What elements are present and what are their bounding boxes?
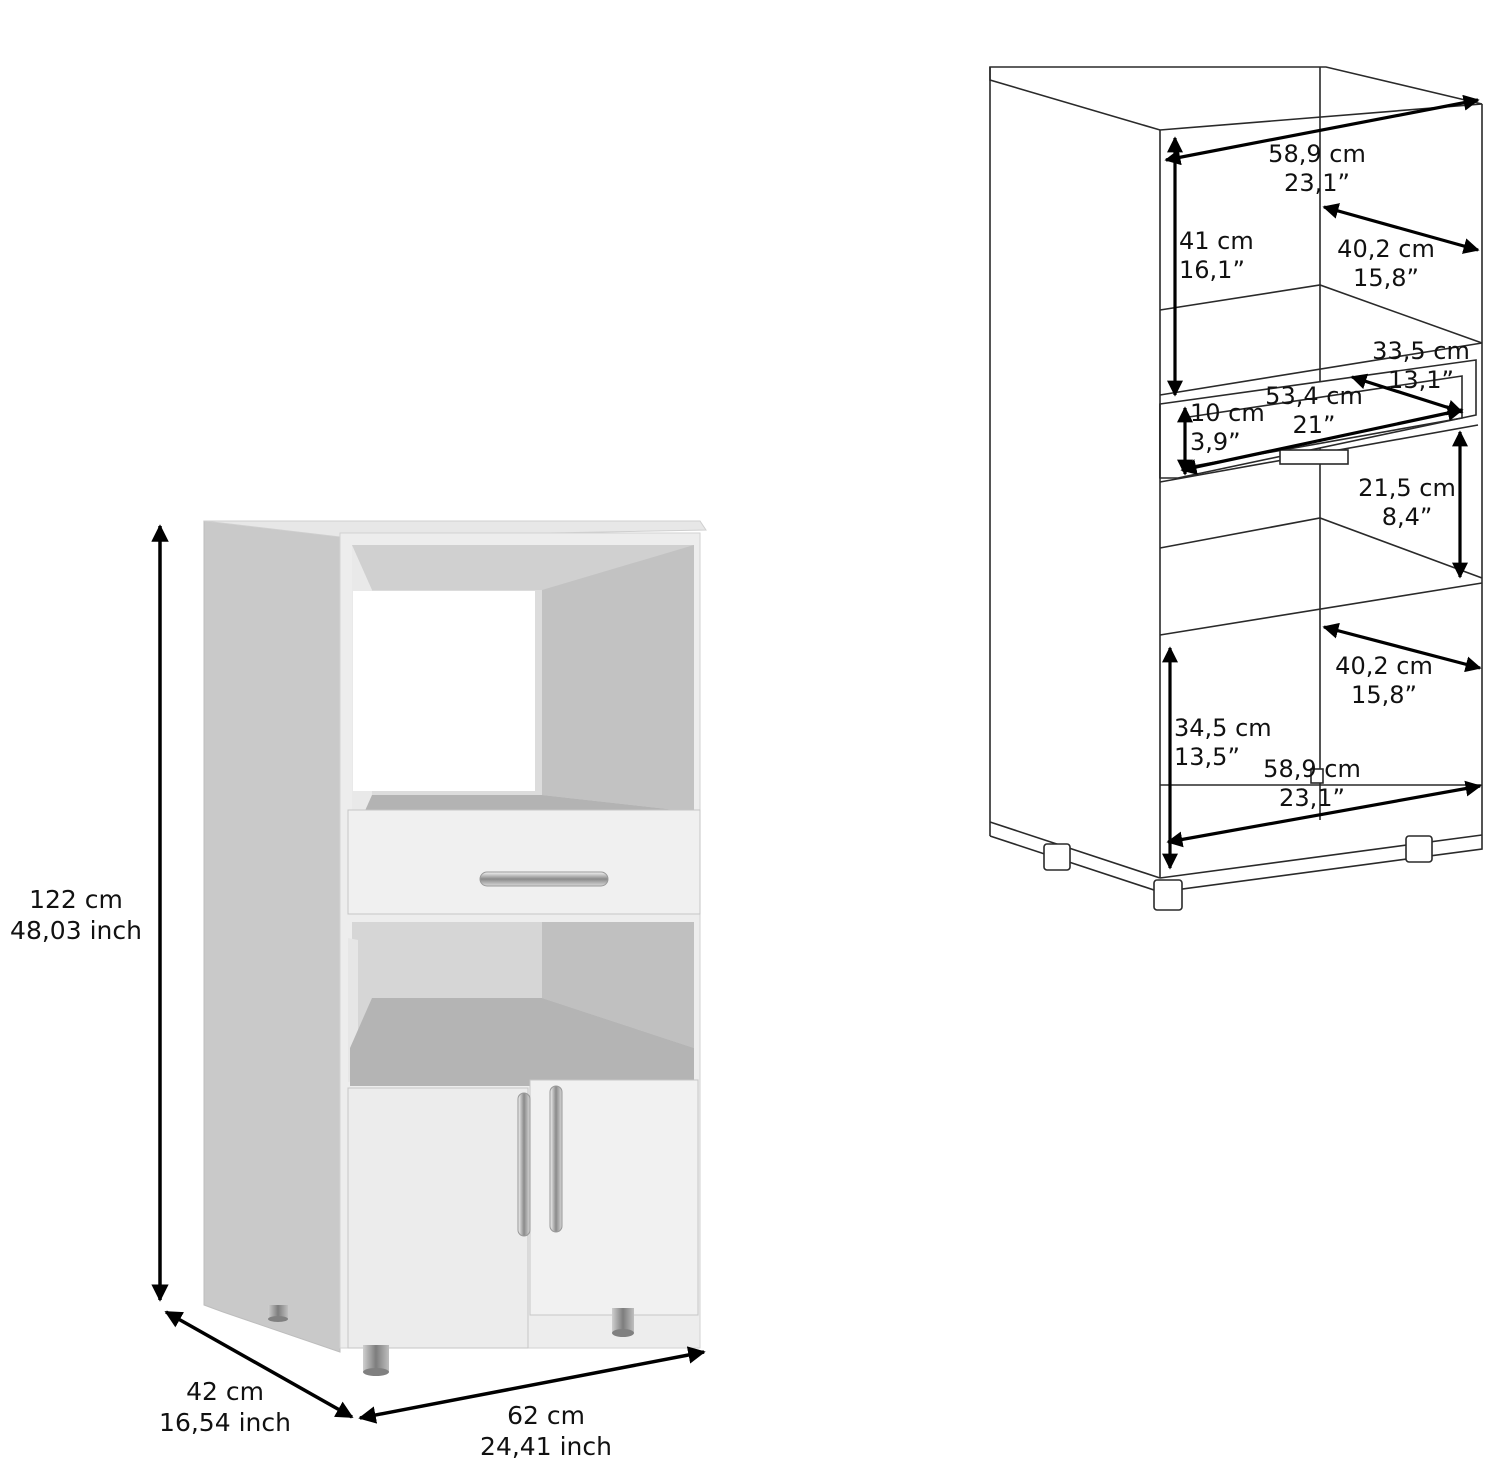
middle-height-cm: 21,5 cm [1358,474,1456,502]
bottom-depth-label: 40,2 cm 15,8” [1335,652,1433,711]
cabinet-side-panel [203,520,341,1353]
interior-dimension-lines [1162,94,1482,870]
line-upper-shelf [1159,284,1483,344]
overall-dimension-lines [151,524,706,1424]
overall-depth-inch: 16,54 inch [159,1407,291,1437]
line-middle-shelf-front [1159,582,1483,636]
bottom-width-label: 58,9 cm 23,1” [1263,755,1361,814]
cabinet-render [203,520,707,1376]
bottom-depth-inch: 15,8” [1351,681,1417,710]
line-bottom-front [989,835,1483,893]
cabinet-top-panel [203,520,707,538]
top-width-cm: 58,9 cm [1268,140,1366,168]
bottom-width-cm: 58,9 cm [1263,755,1361,783]
drawer-depth-label: 33,5 cm 13,1” [1372,337,1470,396]
top-width-label: 58,9 cm 23,1” [1268,140,1366,199]
bottom-height-inch: 13,5” [1174,743,1240,772]
overall-height-label: 122 cm 48,03 inch [10,885,142,946]
bottom-width-inch: 23,1” [1279,784,1345,813]
bottom-depth-arrow [1322,622,1482,673]
line-drawer-pull [1279,449,1349,465]
bottom-depth-cm: 40,2 cm [1335,652,1433,680]
line-leg-back [1043,843,1071,871]
middle-height-label: 21,5 cm 8,4” [1358,474,1456,533]
top-depth-label: 40,2 cm 15,8” [1337,235,1435,294]
top-depth-arrow [1322,203,1480,254]
drawer-height-cm: 10 cm [1190,399,1265,427]
top-depth-cm: 40,2 cm [1337,235,1435,263]
middle-compartment-right-wall [542,922,694,1048]
front-right-leg [612,1308,634,1333]
drawer-width-label: 53,4 cm 21” [1265,382,1363,441]
bottom-height-cm: 34,5 cm [1174,714,1272,742]
upper-compartment-right-wall [542,545,694,812]
drawer-width-inch: 21” [1292,411,1336,440]
bottom-height-label: 34,5 cm 13,5” [1174,714,1272,773]
drawer-width-arrow [1180,405,1464,475]
top-height-label: 41 cm 16,1” [1179,227,1254,286]
upper-compartment-ceiling [352,545,694,590]
left-door[interactable] [347,1087,529,1349]
line-top-slab [989,66,1483,131]
middle-height-inch: 8,4” [1381,503,1433,532]
top-height-cm: 41 cm [1179,227,1254,255]
left-door-handle[interactable] [517,1092,531,1237]
overall-height-inch: 48,03 inch [10,915,142,945]
overall-depth-label: 42 cm 16,54 inch [159,1377,291,1438]
drawer-width-cm: 53,4 cm [1265,382,1363,410]
upper-compartment-opening [353,591,535,791]
drawer-depth-cm: 33,5 cm [1372,337,1470,365]
overall-width-label: 62 cm 24,41 inch [480,1401,612,1462]
drawer-depth-inch: 13,1” [1388,366,1454,395]
overall-depth-cm: 42 cm [186,1377,264,1406]
bottom-width-arrow [1166,780,1482,848]
line-leg-front-right [1405,835,1433,863]
overall-width-cm: 62 cm [507,1401,585,1430]
right-door-handle[interactable] [549,1085,563,1233]
drawer-front[interactable] [347,809,701,915]
overall-width-inch: 24,41 inch [480,1431,612,1461]
front-right-leg-foot [612,1329,634,1337]
top-width-arrow [1164,94,1480,166]
front-left-leg [363,1345,389,1372]
line-leg-front-left [1153,879,1183,911]
front-left-leg-foot [363,1368,389,1376]
line-middle-shelf [1159,517,1483,579]
top-depth-inch: 15,8” [1353,264,1419,293]
drawer-handle[interactable] [479,871,609,887]
drawer-height-inch: 3,9” [1190,428,1241,457]
depth-arrow [164,1310,354,1419]
top-width-inch: 23,1” [1284,169,1350,198]
line-bottom-right [1159,834,1483,879]
overall-height-cm: 122 cm [29,885,123,914]
line-bottom-left [989,821,1161,879]
middle-compartment-floor [350,998,694,1086]
back-left-leg-foot [268,1316,288,1322]
width-arrow [358,1346,706,1424]
line-upper-shelf-front [1159,342,1483,396]
top-height-inch: 16,1” [1179,256,1245,285]
drawer-height-label: 10 cm 3,9” [1190,399,1265,458]
